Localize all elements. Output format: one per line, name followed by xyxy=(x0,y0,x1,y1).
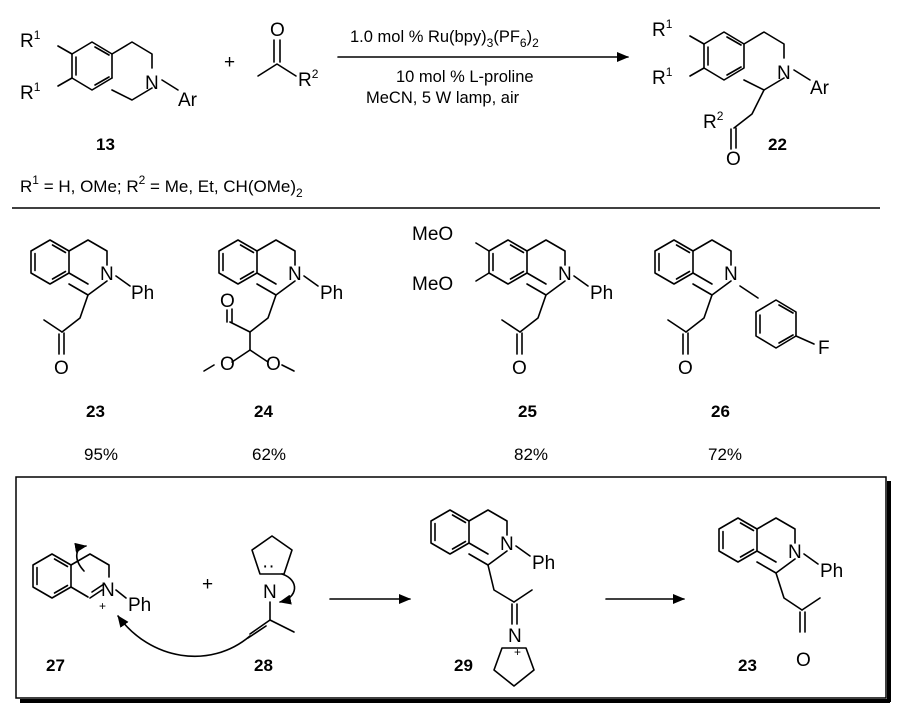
compound-label-28: 28 xyxy=(254,656,273,675)
n-24: N xyxy=(288,264,302,285)
n-28: N xyxy=(263,582,277,603)
product-ar: Ar xyxy=(810,78,830,99)
compound-label-26: 26 xyxy=(711,402,730,421)
mechanism-box xyxy=(15,476,891,703)
yield-23: 95% xyxy=(84,445,118,464)
plus-sign: + xyxy=(224,52,235,73)
ph-24: Ph xyxy=(320,283,343,304)
ph-23: Ph xyxy=(131,283,154,304)
meo-top: MeO xyxy=(412,224,453,245)
n-25: N xyxy=(558,264,572,285)
condition-catalyst: 1.0 mol % Ru(bpy)3(PF6)2 xyxy=(350,28,539,50)
charge-27: + xyxy=(99,599,106,613)
compound-label-24: 24 xyxy=(254,402,273,421)
product-22: R1 R1 N Ar R2 O 22 xyxy=(652,17,830,170)
product-24: N Ph O O O 24 62% xyxy=(203,239,343,464)
product-r2: R2 xyxy=(703,109,724,133)
n-29-ring: N xyxy=(500,534,514,555)
product-25: MeO MeO N Ph O 25 82% xyxy=(412,224,613,464)
n-26: N xyxy=(724,264,738,285)
species-23-final: N Ph O 23 xyxy=(718,517,843,675)
product-23: N Ph O 23 95% xyxy=(30,239,154,464)
lone-pair-28: ·· xyxy=(262,556,275,577)
yield-24: 62% xyxy=(252,445,286,464)
r1-label-top: R1 xyxy=(20,28,41,52)
ar-group: Ar xyxy=(178,90,198,111)
species-27-iminium: N + Ph 27 xyxy=(32,542,151,675)
species-28-enamine: N ·· 28 xyxy=(117,535,296,675)
r2-label: R2 xyxy=(298,67,319,91)
substituent-definition: R1 = H, OMe; R2 = Me, Et, CH(OMe)2 xyxy=(20,173,303,200)
compound-label-27: 27 xyxy=(46,656,65,675)
compound-label-29: 29 xyxy=(454,656,473,675)
fluorine-atom: F xyxy=(818,338,830,359)
product-r1-top: R1 xyxy=(652,17,673,41)
product-nitrogen: N xyxy=(777,63,791,84)
reactant-13: R1 R1 N Ar 13 xyxy=(20,28,198,154)
nitrogen-atom: N xyxy=(145,73,159,94)
n-29-iminium: N xyxy=(508,626,522,647)
species-29: N Ph N + 29 xyxy=(430,509,555,687)
product-oxygen: O xyxy=(726,149,741,170)
compound-label-23: 23 xyxy=(86,402,105,421)
condition-solvent: MeCN, 5 W lamp, air xyxy=(366,89,520,107)
ph-27: Ph xyxy=(128,595,151,616)
ph-29: Ph xyxy=(532,553,555,574)
o-24-ether-left: O xyxy=(220,354,235,375)
meo-bottom: MeO xyxy=(412,274,453,295)
yield-26: 72% xyxy=(708,445,742,464)
ph-23-final: Ph xyxy=(820,561,843,582)
condition-proline: 10 mol % L-proline xyxy=(396,68,534,86)
o-26: O xyxy=(678,358,693,379)
o-23-final: O xyxy=(796,650,811,671)
o-25: O xyxy=(512,358,527,379)
n-23-final: N xyxy=(788,542,802,563)
compound-label-22: 22 xyxy=(768,135,787,154)
yield-25: 82% xyxy=(514,445,548,464)
o-24-ether-right: O xyxy=(266,354,281,375)
compound-label-23-final: 23 xyxy=(738,656,757,675)
mechanism-plus: + xyxy=(202,574,213,595)
o-24: O xyxy=(220,291,235,312)
charge-29: + xyxy=(514,645,521,659)
reaction-arrow: 1.0 mol % Ru(bpy)3(PF6)2 10 mol % L-prol… xyxy=(337,28,629,107)
ph-25: Ph xyxy=(590,283,613,304)
product-r1-bottom: R1 xyxy=(652,65,673,89)
ketone-reactant: O R2 xyxy=(257,20,319,91)
n-23: N xyxy=(100,264,114,285)
compound-label-25: 25 xyxy=(518,402,537,421)
oxygen-atom: O xyxy=(270,20,285,41)
product-26: N F O 26 72% xyxy=(654,239,830,464)
n-27: N xyxy=(101,580,115,601)
o-23: O xyxy=(54,358,69,379)
compound-label-13: 13 xyxy=(96,135,115,154)
r1-label-bottom: R1 xyxy=(20,80,41,104)
